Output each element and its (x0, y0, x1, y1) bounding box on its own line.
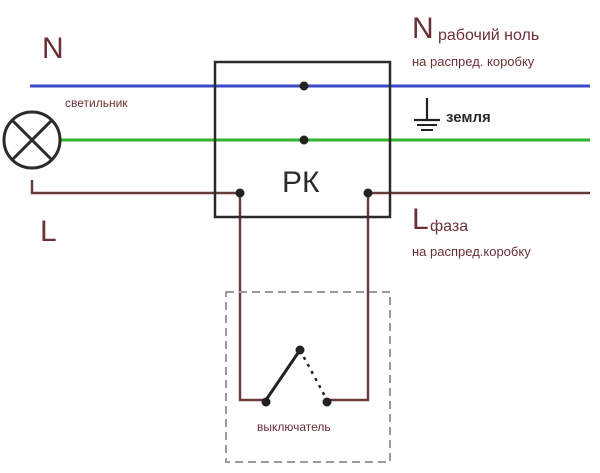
phase-junction-dot-left (235, 188, 245, 198)
phase-label-right-text: фаза (430, 218, 469, 235)
phase-junction-dot-right (363, 188, 373, 198)
phase-label-right-letter: L (412, 203, 429, 236)
junction-box-outline (213, 60, 392, 219)
junction-box-label: РК (282, 166, 320, 199)
neutral-label-right-text: рабочий ноль (438, 27, 540, 44)
phase-label-right-sub: на распред.коробку (412, 244, 531, 259)
neutral-label-left: N (42, 32, 64, 65)
lamp-label: светильник (65, 96, 128, 110)
earth-junction-dot (299, 135, 309, 145)
switch-wire-right (327, 193, 370, 402)
neutral-label-right-sub: на распред. коробку (412, 54, 535, 69)
neutral-label-right-letter: N (412, 12, 434, 45)
switch-label: выключатель (257, 420, 331, 434)
neutral-junction-dot (299, 81, 309, 91)
phase-label-left: L (40, 215, 57, 248)
lamp-icon (2, 110, 62, 170)
switch-wire-left (238, 193, 266, 402)
phase-wire-lamp (30, 180, 240, 195)
earth-ground-icon (414, 98, 440, 131)
switch-enclosure (225, 291, 391, 463)
switch-icon (261, 345, 332, 407)
earth-label: земля (446, 109, 491, 126)
